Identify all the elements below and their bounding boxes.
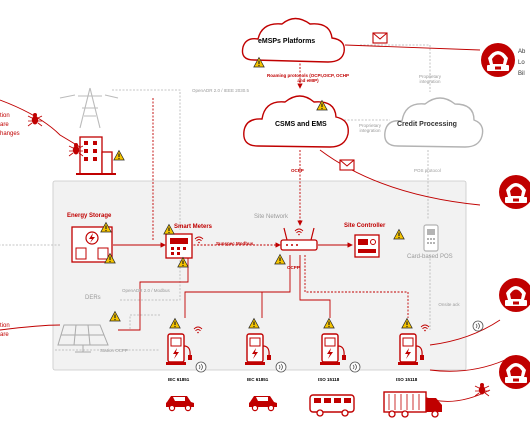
hacker-icon: [499, 175, 530, 209]
pos-protocol-label: POS protocol: [414, 168, 441, 173]
router-icon: [280, 227, 318, 251]
left-attacker-line: tion: [0, 113, 10, 119]
openadr-low-label: OpenADR 2.0 / Modbus: [122, 288, 170, 293]
energy-storage-label: Energy Storage: [67, 213, 112, 219]
proprietary-label: Proprietary integration: [358, 123, 381, 133]
roaming-label: Roaming protocols (OCPI,OICP, OCHP and e…: [267, 73, 349, 83]
attacker-list: Ab Lo Bil: [518, 47, 525, 80]
protocol-label: ISO 15118: [318, 377, 340, 382]
cloud-credit: [384, 97, 484, 148]
truck-icon: [383, 391, 442, 418]
left-attacker-text: tion are hanges: [0, 112, 20, 139]
ocpp-label: OCPP: [291, 168, 304, 173]
ders-label: DERs: [85, 295, 101, 301]
protocol-label: IEC 61851: [247, 377, 269, 382]
station-ocpp-label: Station OCPP: [100, 348, 129, 353]
car-icon: [165, 395, 195, 412]
site-panel: [52, 180, 467, 371]
site-network-label: Site Network: [254, 214, 289, 220]
proprietary-label: Proprietary integration: [418, 74, 441, 84]
ocpp-mid-label: OCPP: [287, 265, 300, 270]
nfc-icon: [195, 361, 207, 373]
attacker-list-item: Bil: [518, 71, 525, 77]
nfc-icon: [349, 361, 361, 373]
site-controller-label: Site Controller: [344, 223, 386, 229]
protocol-label: ISO 15118: [396, 377, 418, 382]
pylon-icon: [59, 87, 119, 129]
left-attacker-line: tion: [0, 323, 10, 329]
cloud-csms-label: CSMS and EMS: [275, 121, 327, 128]
nfc-icon: [275, 361, 287, 373]
cloud-credit-label: Credit Processing: [397, 121, 457, 128]
gray-connectors: [0, 44, 431, 351]
onsite-ack-label: Onsite ack: [438, 302, 460, 307]
email-icon: [372, 32, 388, 44]
email-icon: [339, 159, 355, 171]
left-attacker-text-bottom: tion are: [0, 322, 10, 340]
meter-icon: [165, 233, 193, 259]
left-attacker-line: hanges: [0, 131, 20, 137]
openadr-label: OpenADR 2.0 / IEEE 2030.5: [192, 88, 250, 93]
bus-icon: [309, 394, 355, 417]
hacker-icon: [481, 43, 515, 77]
car-icon: [248, 395, 278, 412]
left-attacker-line: are: [0, 332, 9, 338]
battery-icon: [71, 226, 113, 263]
sunspec-label: Sunspec Modbus: [216, 241, 254, 246]
building-icon: [76, 136, 116, 175]
solar-panel-icon: [57, 324, 109, 353]
left-attacker-line: are: [0, 122, 9, 128]
pos-terminal-icon: [423, 224, 439, 252]
card-pos-label: Card-based POS: [407, 254, 453, 260]
attacker-list-item: Lo: [518, 60, 525, 66]
nfc-icon: [472, 320, 484, 332]
bug-icon: [474, 382, 490, 397]
cloud-emsp-label: eMSPs Platforms: [258, 38, 316, 45]
cloud-emsp: [241, 17, 345, 63]
smart-meters-label: Smart Meters: [174, 224, 213, 230]
protocol-label: IEC 61851: [168, 377, 190, 382]
hacker-icon: [499, 278, 530, 312]
controller-icon: [354, 234, 380, 258]
attacker-list-item: Ab: [518, 49, 526, 55]
